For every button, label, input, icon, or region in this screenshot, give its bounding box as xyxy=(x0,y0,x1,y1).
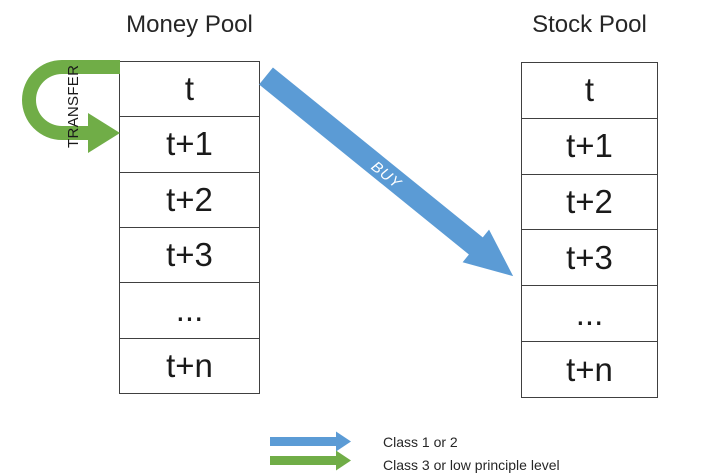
stock-pool-row-t1: t+1 xyxy=(522,117,657,174)
money-pool-row-t3: t+3 xyxy=(120,226,259,282)
legend-blue-arrow-icon xyxy=(270,431,351,452)
money-pool-row-t2: t+2 xyxy=(120,171,259,227)
legend-label-class-1-or-2: Class 1 or 2 xyxy=(383,434,458,450)
money-pool-table: t t+1 t+2 t+3 ... t+n xyxy=(119,61,260,394)
money-pool-row-tn: t+n xyxy=(120,337,259,393)
legend-green-arrow-icon xyxy=(270,450,351,471)
money-pool-row-t: t xyxy=(184,70,195,108)
transfer-arrow xyxy=(22,60,120,153)
money-pool-row-dots: ... xyxy=(120,282,259,337)
stock-pool-row-dots: ... xyxy=(522,285,657,341)
stock-pool-row-t: t xyxy=(584,71,595,109)
legend-label-class-3-or-low-principle: Class 3 or low principle level xyxy=(383,456,560,473)
money-pool-title: Money Pool xyxy=(126,11,253,38)
transfer-arrow-label: TRANSFER xyxy=(65,65,82,148)
stock-pool-row-t3: t+3 xyxy=(522,229,657,285)
stock-pool-title: Stock Pool xyxy=(532,11,647,38)
legend: Class 1 or 2 Class 3 or low principle le… xyxy=(383,431,560,476)
stock-pool-table: t t+1 t+2 t+3 ... t+n xyxy=(521,62,658,398)
stock-pool-row-t2: t+2 xyxy=(522,173,657,230)
money-pool-row-t1: t+1 xyxy=(120,116,259,171)
buy-arrow xyxy=(259,67,514,277)
buy-arrow-label: BUY xyxy=(368,158,405,193)
stock-pool-row-tn: t+n xyxy=(522,341,657,397)
